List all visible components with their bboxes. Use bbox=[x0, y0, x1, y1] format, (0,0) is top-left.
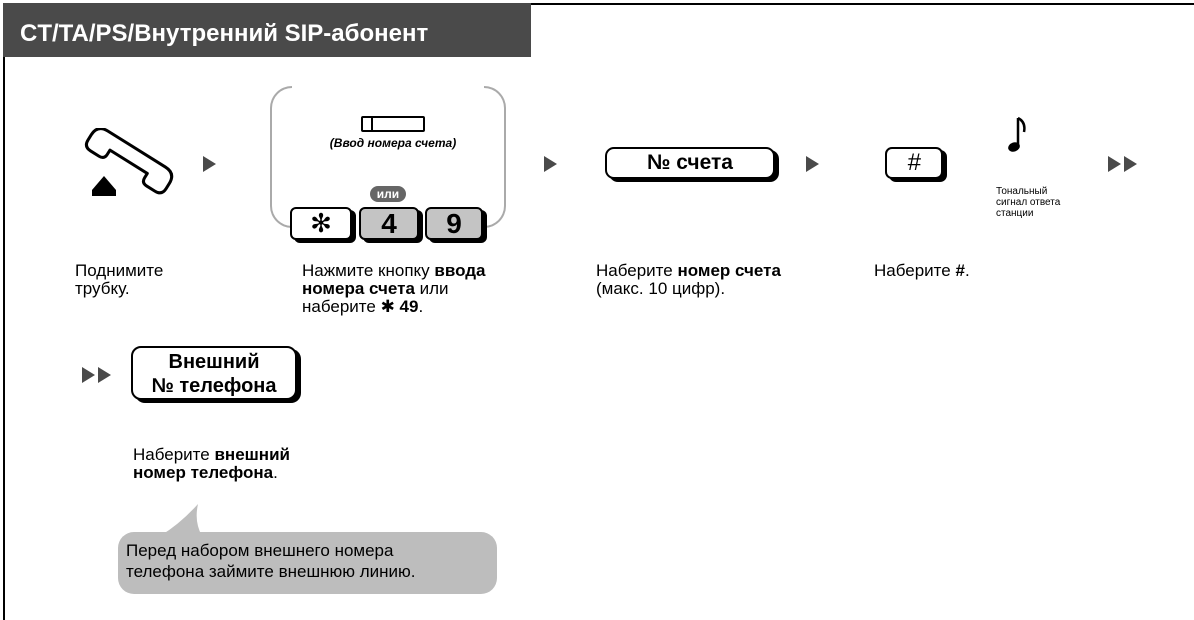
step3-caption: Наберите номер счета (макс. 10 цифр). bbox=[596, 262, 856, 298]
key-4: 4 bbox=[359, 207, 419, 240]
step5-caption-d: . bbox=[273, 463, 278, 482]
tone-caption-line1: Тональный bbox=[996, 186, 1048, 197]
step2-caption-g: . bbox=[418, 297, 424, 316]
frame-left-border bbox=[3, 3, 5, 620]
note-bubble: Перед набором внешнего номера телефона з… bbox=[118, 532, 497, 594]
account-entry-button-icon bbox=[361, 116, 425, 132]
note-line2: телефона займите внешнюю линию. bbox=[126, 562, 416, 581]
key-9: 9 bbox=[425, 207, 483, 240]
account-number-key: № счета bbox=[605, 147, 775, 179]
step2-caption-e: наберите bbox=[302, 297, 381, 316]
tone-caption-line2: сигнал ответа bbox=[996, 197, 1061, 208]
tone-caption: Тональный сигнал ответа станции bbox=[996, 186, 1060, 219]
title-bar: CT/TA/PS/Внутренний SIP-абонент bbox=[3, 3, 531, 57]
right-bracket bbox=[484, 86, 506, 228]
step1-caption-line2: трубку. bbox=[75, 279, 130, 298]
tone-caption-line3: станции bbox=[996, 208, 1034, 219]
continue-arrow-2a bbox=[82, 367, 95, 383]
left-bracket bbox=[270, 86, 292, 228]
music-note-icon bbox=[1006, 114, 1030, 156]
key-9-label: 9 bbox=[446, 208, 462, 239]
step4-caption-c: . bbox=[964, 261, 970, 280]
frame-top-border bbox=[3, 3, 1194, 5]
hash-key-label: # bbox=[907, 149, 921, 176]
step5-caption: Наберите внешний номер телефона. bbox=[133, 446, 290, 482]
or-badge: или bbox=[370, 186, 406, 202]
step5-caption-b: внешний bbox=[214, 445, 290, 464]
external-number-key-line2: № телефона bbox=[151, 375, 277, 397]
external-number-key-line1: Внешний bbox=[168, 351, 260, 373]
account-number-key-label: № счета bbox=[647, 151, 733, 174]
step2-caption-f: ✱ 49 bbox=[380, 297, 419, 316]
step3-caption-c: (макс. 10 цифр). bbox=[596, 279, 726, 298]
step1-caption: Поднимите трубку. bbox=[75, 262, 163, 298]
step3-caption-b: номер счета bbox=[677, 261, 781, 280]
step2-caption-a: Нажмите кнопку bbox=[302, 261, 435, 280]
step-arrow-3 bbox=[806, 156, 819, 172]
key-star: ✻ bbox=[290, 207, 352, 240]
step4-caption: Наберите #. bbox=[874, 262, 970, 280]
step2-caption-b: ввода bbox=[434, 261, 486, 280]
step2-caption-d: или bbox=[414, 279, 449, 298]
step-arrow-1 bbox=[203, 156, 216, 172]
step3-caption-a: Наберите bbox=[596, 261, 678, 280]
step1-caption-line1: Поднимите bbox=[75, 261, 164, 280]
step5-caption-a: Наберите bbox=[133, 445, 215, 464]
note-line1: Перед набором внешнего номера bbox=[126, 541, 394, 560]
step4-caption-a: Наберите bbox=[874, 261, 956, 280]
continue-arrow-1a bbox=[1108, 156, 1121, 172]
external-number-key: Внешний № телефона bbox=[131, 346, 297, 400]
step-arrow-2 bbox=[544, 156, 557, 172]
note-bubble-tail bbox=[150, 504, 210, 536]
continue-arrow-1b bbox=[1124, 156, 1137, 172]
handset-offhook-icon bbox=[70, 127, 182, 204]
step2-caption-c: номера счета bbox=[302, 279, 415, 298]
step5-caption-c: номер телефона bbox=[133, 463, 274, 482]
step4-caption-b: # bbox=[955, 261, 965, 280]
account-entry-label: (Ввод номера счета) bbox=[329, 136, 457, 150]
key-4-label: 4 bbox=[381, 208, 397, 239]
step2-caption: Нажмите кнопку ввода номера счета или на… bbox=[302, 262, 562, 316]
key-star-label: ✻ bbox=[310, 208, 332, 238]
continue-arrow-2b bbox=[98, 367, 111, 383]
hash-key: # bbox=[885, 147, 943, 179]
page-title: CT/TA/PS/Внутренний SIP-абонент bbox=[20, 20, 429, 47]
